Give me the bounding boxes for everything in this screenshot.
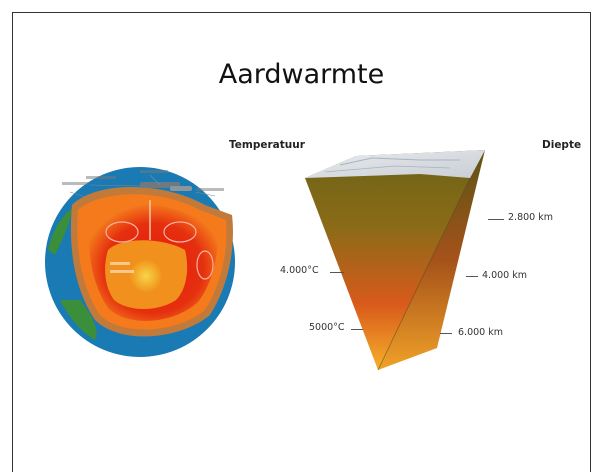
earth-diagram bbox=[45, 150, 485, 371]
depth-header: Diepte bbox=[542, 139, 582, 151]
slide-title: Aardwarmte bbox=[218, 59, 385, 90]
depth-label: 6.000 km bbox=[458, 327, 503, 338]
temperature-label: 5000°C bbox=[309, 322, 345, 333]
depth-tick bbox=[440, 333, 452, 334]
temperature-tick bbox=[330, 272, 344, 273]
temperature-tick bbox=[351, 329, 363, 330]
earth-globe bbox=[45, 167, 235, 357]
crust-top-face bbox=[305, 150, 485, 178]
convection-cell bbox=[163, 221, 197, 243]
depth-tick bbox=[466, 276, 478, 277]
continent-shape bbox=[48, 208, 72, 255]
convection-cell bbox=[196, 250, 214, 280]
temperature-header: Temperatuur bbox=[229, 139, 305, 151]
surface-detail bbox=[170, 186, 192, 191]
temperature-label: 4.000°C bbox=[280, 265, 319, 276]
depth-tick bbox=[488, 219, 504, 220]
wedge-front-face bbox=[305, 150, 485, 370]
inner-core bbox=[130, 260, 162, 292]
depth-label: 4.000 km bbox=[482, 270, 527, 281]
depth-label: 2.800 km bbox=[508, 212, 553, 223]
continent-shape bbox=[60, 300, 97, 340]
depth-wedge bbox=[305, 150, 485, 371]
convection-cell bbox=[105, 221, 139, 243]
